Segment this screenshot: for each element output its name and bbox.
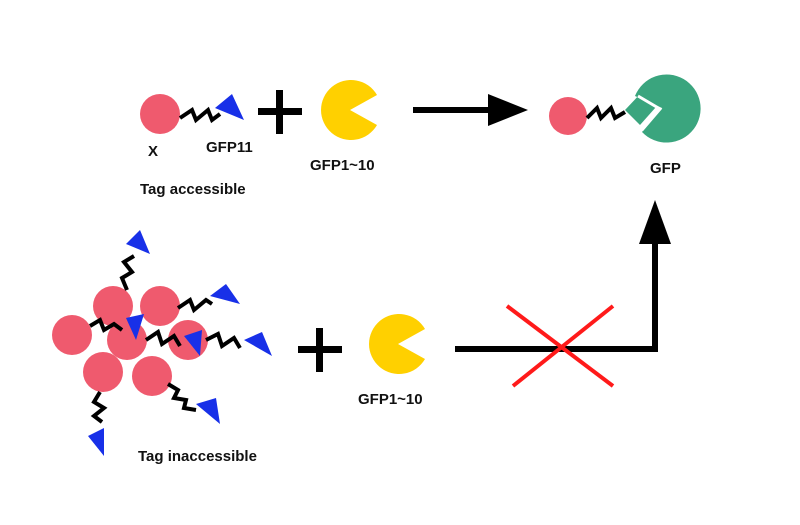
tagged-protein-accessible: [140, 94, 244, 134]
aggregate-linker-5: [205, 331, 242, 350]
blocked-pathway-arrow: [455, 200, 671, 352]
aggregate-tag-2: [210, 284, 240, 304]
aggregate-tag-6: [196, 398, 220, 424]
label-tag-accessible: Tag accessible: [140, 181, 246, 198]
red-x-cross-icon: [505, 304, 615, 388]
aggregate-protein-1: [52, 315, 92, 355]
aggregate-linker-3: [88, 317, 124, 333]
plus-sign-bottom: [298, 328, 342, 372]
aggregate-tag-1: [126, 230, 150, 254]
aggregate-protein-3: [140, 286, 180, 326]
label-gfp1-10-top: GFP1~10: [310, 157, 375, 174]
reaction-arrow-top: [413, 94, 528, 126]
binding-seam: [637, 94, 663, 131]
aggregate-linker-7: [90, 390, 108, 424]
aggregate-protein-4: [83, 352, 123, 392]
aggregate-protein-2: [93, 286, 133, 326]
plus-sign-top: [258, 90, 302, 134]
aggregate-tag-4: [184, 330, 202, 356]
aggregate-linker-4: [144, 328, 182, 348]
label-x: X: [148, 143, 158, 160]
protein-x-circle: [140, 94, 180, 134]
aggregate-protein-5: [132, 356, 172, 396]
aggregate-tag-7: [88, 428, 104, 456]
reconstituted-gfp-product: [549, 74, 701, 143]
gfp-barrel-complete: [635, 74, 701, 143]
aggregate-linker-1: [119, 254, 136, 291]
label-gfp11: GFP11: [206, 139, 253, 156]
aggregated-tagged-proteins: [52, 230, 272, 456]
linker-zigzag: [178, 106, 222, 124]
label-tag-inaccessible: Tag inaccessible: [138, 448, 257, 465]
gfp1-10-pacman-top: [321, 80, 377, 140]
gfp1-10-pacman-bottom: [369, 314, 425, 374]
aggregate-linker-6: [166, 382, 197, 412]
product-linker-zigzag: [585, 104, 627, 122]
label-gfp: GFP: [650, 160, 681, 177]
aggregate-tag-5: [244, 332, 272, 356]
label-gfp1-10-bottom: GFP1~10: [358, 391, 423, 408]
product-protein-x-circle: [549, 97, 587, 135]
gfp11-tag-triangle: [215, 94, 244, 120]
aggregate-tag-3: [126, 314, 144, 340]
aggregate-linker-2: [176, 296, 214, 314]
